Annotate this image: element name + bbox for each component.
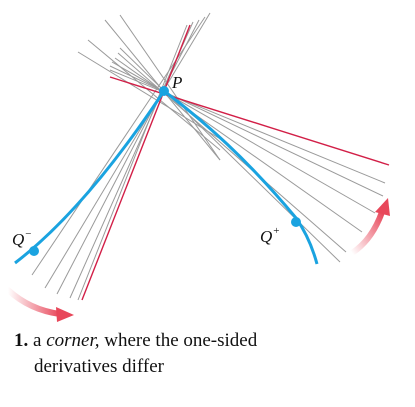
- left-tangent-line: [81, 24, 191, 301]
- caption-number: 1.: [14, 330, 29, 351]
- point-q-plus-marker: [291, 217, 301, 227]
- right-secant-lines: [109, 47, 386, 263]
- one-sided-tangent-lines: [81, 24, 390, 301]
- point-q-plus-sup: +: [273, 225, 279, 237]
- right-motion-arrow: [349, 198, 390, 256]
- figure-caption: 1. a corner, where the one-sided derivat…: [14, 328, 404, 380]
- right-arrow-shaft: [349, 209, 385, 256]
- point-q-plus-label: Q+: [260, 225, 280, 246]
- secant-line: [119, 47, 341, 263]
- left-arrow-shaft: [5, 287, 63, 317]
- curve: [14, 88, 319, 265]
- caption-emphasis: corner,: [46, 330, 100, 351]
- point-q-minus-marker: [29, 246, 39, 256]
- left-arrow-head: [56, 307, 74, 322]
- secant-line: [111, 61, 376, 214]
- left-secant-lines: [31, 12, 223, 301]
- secant-line: [109, 69, 386, 184]
- point-p-label: P: [171, 73, 182, 92]
- right-arrow-head: [375, 198, 390, 216]
- caption-prefix: a: [33, 330, 42, 351]
- secant-line: [56, 19, 200, 295]
- secant-line: [87, 39, 221, 151]
- secant-line: [31, 16, 206, 276]
- right-tangent-line: [109, 76, 390, 166]
- point-q-minus-letter: Q: [12, 230, 24, 249]
- caption-rest: where the one-sided: [104, 330, 258, 351]
- secant-line: [77, 24, 188, 301]
- secant-line: [77, 51, 223, 141]
- secant-line: [109, 65, 384, 197]
- point-q-plus-letter: Q: [260, 227, 272, 246]
- point-q-minus-sup: −: [25, 228, 31, 240]
- secant-line: [117, 52, 347, 253]
- secant-line: [44, 12, 211, 289]
- secant-line: [114, 57, 363, 233]
- point-q-minus-label: Q−: [12, 228, 32, 249]
- point-p-marker: [159, 86, 169, 96]
- caption-line2: derivatives differ: [34, 356, 164, 377]
- left-motion-arrow: [5, 287, 74, 322]
- corner-diagram: P Q− Q+: [5, 12, 390, 322]
